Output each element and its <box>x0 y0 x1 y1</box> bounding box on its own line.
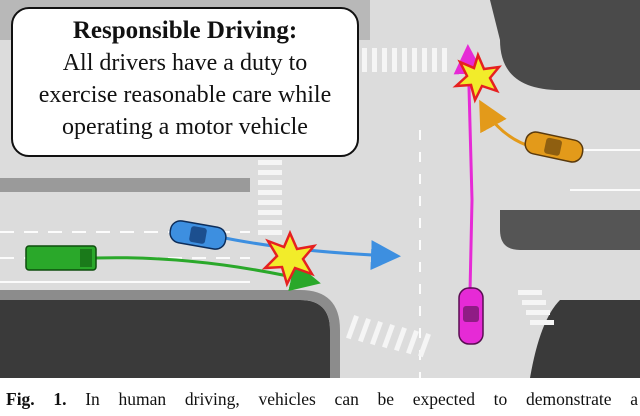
crosswalk-right <box>518 290 554 325</box>
crosswalk-left <box>258 160 282 235</box>
callout-title: Responsible Driving: <box>72 17 298 44</box>
crosswalk-bottom <box>346 315 431 358</box>
curb-left-upper <box>0 178 250 192</box>
callout-line: operating a motor vehicle <box>62 114 308 140</box>
collision-star-icon <box>452 51 502 104</box>
collision-star-icon <box>261 229 318 288</box>
figure-label: Fig. 1. <box>6 389 67 409</box>
magenta-car-icon <box>458 287 484 345</box>
figure-caption: Fig. 1. In human driving, vehicles can b… <box>6 388 638 410</box>
crosswalk-top <box>362 48 447 72</box>
block-bottom-left <box>0 300 330 378</box>
blue-car-icon <box>169 220 227 250</box>
orange-car-icon <box>524 131 584 163</box>
green-truck-icon <box>25 245 97 271</box>
block-bottom-right <box>530 300 640 378</box>
responsible-driving-callout: Responsible Driving: All drivers have a … <box>11 7 359 157</box>
caption-text: In human driving, vehicles can be expect… <box>85 389 638 409</box>
block-top-right <box>490 0 640 90</box>
scene-figure: Responsible Driving: All drivers have a … <box>0 0 640 378</box>
block-right-median <box>500 210 640 250</box>
sidewalk-bottom-left <box>0 290 340 378</box>
callout-line: exercise reasonable care while <box>38 82 332 108</box>
callout-line: All drivers have a duty to <box>62 50 308 76</box>
magenta-car-trajectory <box>453 44 484 293</box>
